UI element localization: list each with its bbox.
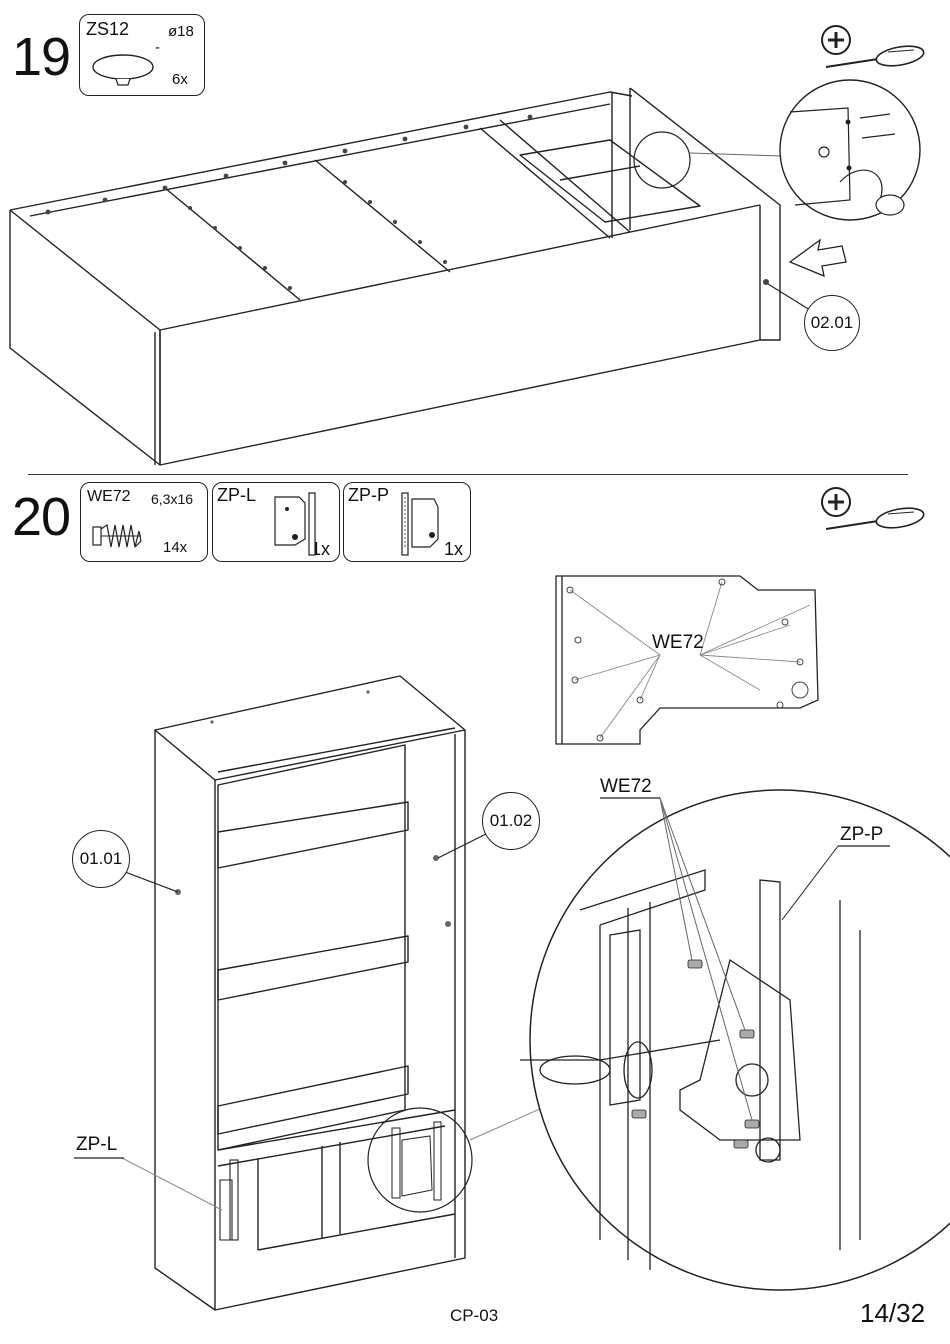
label-we72-detail: WE72 [600,776,652,798]
label-zp-l: ZP-L [76,1134,117,1156]
page-number: 14/32 [860,1298,925,1329]
label-zp-p: ZP-P [840,824,883,846]
model-code: CP-03 [450,1306,498,1326]
callout-01-02: 01.02 [482,792,540,850]
callout-01-01: 01.01 [72,830,130,888]
label-we72-plate: WE72 [652,632,704,654]
